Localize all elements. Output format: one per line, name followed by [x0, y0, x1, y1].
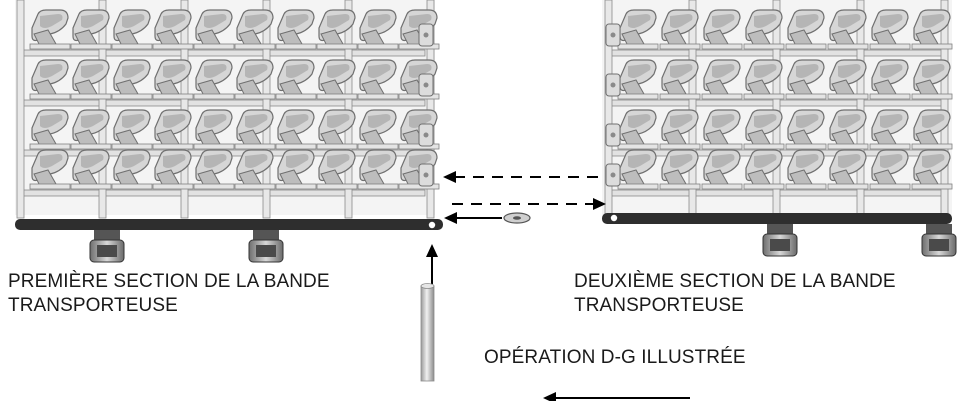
first-belt-section — [15, 0, 443, 263]
first-section-label: PREMIÈRE SECTION DE LA BANDE TRANSPORTEU… — [8, 271, 330, 316]
arrowhead-left-icon — [543, 392, 556, 401]
second-belt-section — [602, 0, 957, 257]
belt-post — [98, 0, 107, 219]
pin-hole — [428, 221, 436, 229]
sprocket-icon — [762, 224, 798, 257]
belt-post — [426, 0, 435, 219]
belt-edge-tabs — [605, 23, 621, 187]
belt-post — [16, 0, 25, 219]
belt-edge-tab-hole — [423, 172, 429, 178]
drive-bar — [15, 219, 443, 230]
belt-edge-tab-hole — [610, 82, 616, 88]
belt-rod — [19, 189, 426, 197]
arrowhead-right-icon — [593, 198, 606, 210]
drive-bar — [602, 213, 952, 224]
belt-edge-tab-hole — [423, 132, 429, 138]
belt-edge-tab-hole — [423, 32, 429, 38]
arrowhead-up-icon — [426, 244, 438, 257]
belt-posts — [16, 0, 435, 219]
belt-post — [344, 0, 353, 219]
belt-post — [180, 0, 189, 219]
connecting-pin-icon — [420, 283, 435, 382]
sprocket-icon — [89, 230, 125, 263]
sprocket-icon — [921, 224, 957, 257]
sprocket-icon — [248, 230, 284, 263]
belt-rod — [19, 49, 426, 57]
belt-edge-tab-hole — [610, 132, 616, 138]
belt-post — [262, 0, 271, 219]
arrowhead-left-icon — [444, 212, 457, 224]
arrowhead-left-icon — [443, 171, 456, 183]
belt-rod — [19, 99, 426, 107]
pin-hole — [610, 214, 618, 222]
washer-icon — [503, 212, 531, 224]
operation-direction-label: OPÉRATION D-G ILLUSTRÉE — [484, 347, 746, 368]
belt-edge-tab-hole — [423, 82, 429, 88]
belt-edge-tab-hole — [610, 172, 616, 178]
belt-posts — [604, 0, 949, 219]
belt-edge-tab-hole — [610, 32, 616, 38]
belt-edge-tabs — [418, 23, 434, 187]
join-arrows — [426, 171, 690, 401]
second-section-label: DEUXIÈME SECTION DE LA BANDE TRANSPORTEU… — [574, 271, 896, 316]
